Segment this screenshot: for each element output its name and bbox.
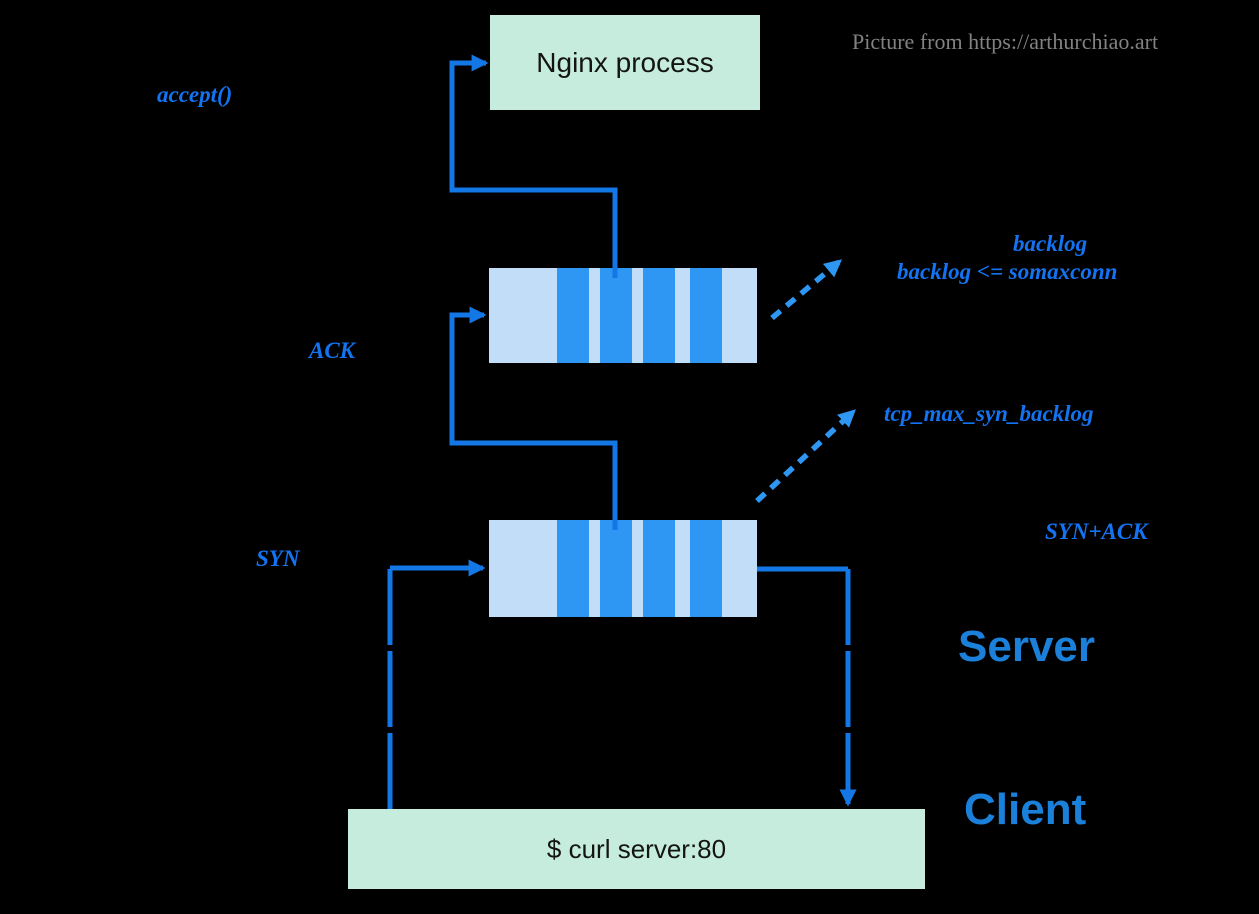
syn-queue (489, 520, 757, 617)
queue-slot (643, 268, 675, 363)
accept-queue (489, 268, 757, 363)
ack-label: ACK (309, 338, 356, 363)
client-curl-label: $ curl server:80 (546, 833, 727, 864)
client-curl-box: $ curl server:80 (348, 809, 925, 889)
tcp-max-syn-backlog-dashed-arrow (755, 408, 856, 504)
backlog-label: backlog (1013, 231, 1088, 256)
queue-slot (557, 268, 589, 363)
syn-label: SYN (256, 546, 300, 571)
backlog-dashed-arrow (770, 258, 843, 321)
nginx-process-label: Nginx process (536, 46, 714, 78)
client-label: Client (964, 785, 1087, 834)
nginx-process-box: Nginx process (490, 15, 760, 110)
queue-slot (600, 520, 632, 617)
accept-call-label: accept() (157, 82, 233, 107)
queue-slot (690, 520, 722, 617)
attribution-text: Picture from https://arthurchiao.art (852, 29, 1159, 54)
queue-slot (643, 520, 675, 617)
queue-slot (600, 268, 632, 363)
backlog-constraint-label: backlog <= somaxconn (897, 259, 1118, 284)
syn-ack-label: SYN+ACK (1045, 519, 1148, 544)
tcp-max-syn-backlog-label: tcp_max_syn_backlog (884, 401, 1094, 426)
queue-slot (557, 520, 589, 617)
server-label: Server (958, 622, 1096, 671)
queue-slot (690, 268, 722, 363)
